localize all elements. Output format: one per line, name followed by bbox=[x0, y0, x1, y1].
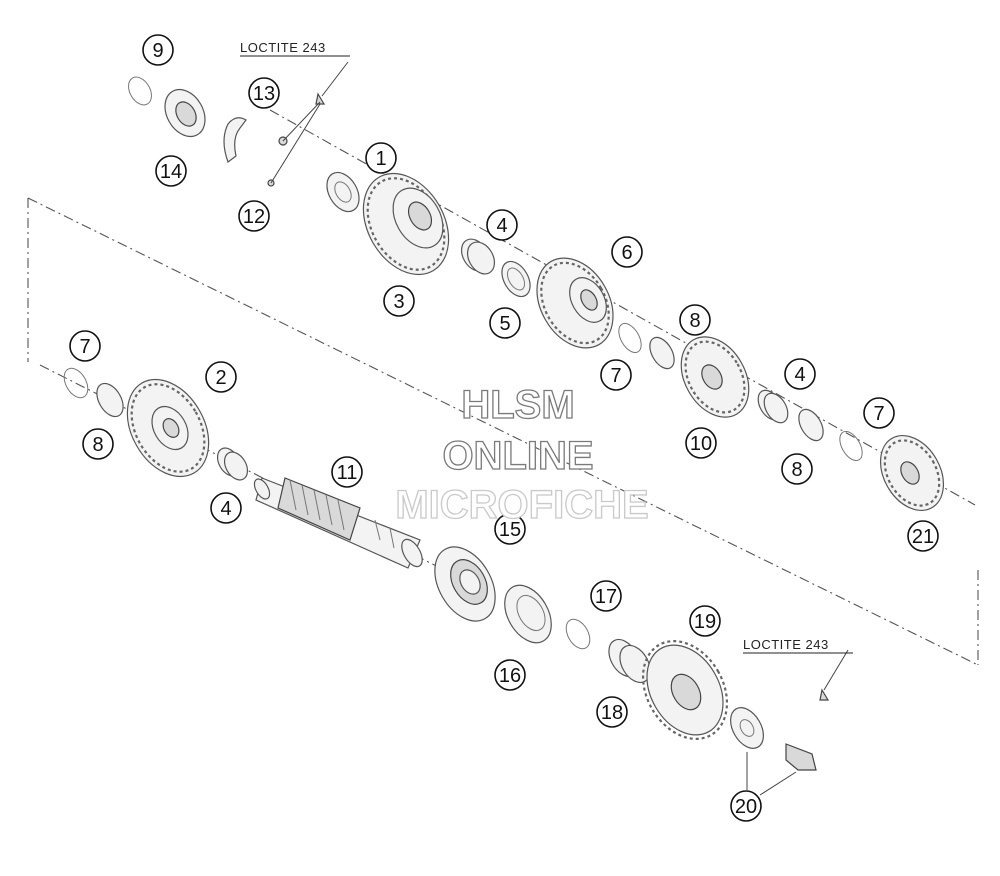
svg-text:15: 15 bbox=[499, 519, 521, 541]
part-5-washer bbox=[501, 260, 531, 298]
svg-text:16: 16 bbox=[499, 665, 521, 687]
part-21-gear bbox=[879, 435, 945, 511]
part-1-bushing bbox=[326, 171, 360, 213]
part-4-needle-bearing-right bbox=[757, 389, 789, 424]
part-11-main-shaft bbox=[253, 477, 423, 569]
part-9-circlip bbox=[128, 76, 152, 106]
callout-8-upper-2: 8 bbox=[781, 453, 813, 485]
svg-text:17: 17 bbox=[595, 586, 617, 608]
lower-shaft-axis bbox=[39, 364, 461, 579]
svg-text:4: 4 bbox=[220, 498, 231, 520]
svg-text:21: 21 bbox=[912, 526, 934, 548]
callout-16: 16 bbox=[494, 659, 526, 691]
part-7-circlip-lower bbox=[63, 367, 89, 399]
svg-text:8: 8 bbox=[791, 459, 802, 481]
callout-15: 15 bbox=[494, 513, 526, 545]
svg-text:7: 7 bbox=[79, 336, 90, 358]
svg-text:11: 11 bbox=[337, 462, 358, 484]
callout-10: 10 bbox=[685, 427, 717, 459]
part-7-circlip-upper-2 bbox=[839, 430, 863, 462]
callout-7-upper-1: 7 bbox=[600, 359, 632, 391]
callout-8-upper-1: 8 bbox=[679, 304, 711, 336]
callout-9: 9 bbox=[142, 34, 174, 66]
loctite-notes: LOCTITE 243 LOCTITE 243 bbox=[240, 40, 853, 654]
svg-text:2: 2 bbox=[215, 367, 226, 389]
callout-6: 6 bbox=[611, 236, 643, 268]
svg-text:14: 14 bbox=[160, 161, 182, 183]
part-20-washer-bolt bbox=[730, 649, 849, 796]
part-14-bearing bbox=[164, 88, 206, 138]
watermark-line-2: ONLINE bbox=[442, 434, 593, 478]
part-8-washer-lower bbox=[96, 382, 124, 418]
part-10-gear bbox=[680, 336, 750, 418]
part-8-washer-upper-2 bbox=[798, 408, 824, 442]
callout-19: 19 bbox=[689, 605, 721, 637]
part-6-gear bbox=[536, 257, 614, 349]
loctite-note-bottom: LOCTITE 243 bbox=[743, 637, 829, 652]
part-16-shaft-seal bbox=[504, 584, 552, 644]
part-screws-loctite bbox=[267, 61, 349, 187]
callout-2: 2 bbox=[205, 361, 237, 393]
svg-text:19: 19 bbox=[694, 611, 716, 633]
callout-7-lower: 7 bbox=[69, 330, 101, 362]
svg-text:10: 10 bbox=[690, 433, 712, 455]
parts bbox=[63, 61, 945, 796]
callout-5: 5 bbox=[489, 307, 521, 339]
callouts: 1 2 3 4 4 4 5 6 7 7 7 8 8 8 9 10 11 12 1… bbox=[69, 34, 939, 822]
callout-21: 21 bbox=[907, 520, 939, 552]
svg-text:4: 4 bbox=[794, 364, 805, 386]
part-4-needle-bearing-upper bbox=[460, 238, 496, 275]
callout-18: 18 bbox=[596, 696, 628, 728]
callout-20: 20 bbox=[730, 790, 762, 822]
callout-11: 11 bbox=[331, 456, 363, 488]
part-15-ball-bearing bbox=[434, 546, 496, 622]
svg-text:6: 6 bbox=[621, 242, 632, 264]
svg-text:4: 4 bbox=[496, 215, 507, 237]
callout-12: 12 bbox=[238, 200, 270, 232]
callout-4-upper: 4 bbox=[486, 209, 518, 241]
watermark-line-1: HLSM bbox=[461, 383, 574, 427]
part-4-needle-bearing-lower bbox=[216, 447, 249, 481]
svg-text:7: 7 bbox=[873, 403, 884, 425]
part-17-o-ring bbox=[565, 618, 591, 650]
svg-text:8: 8 bbox=[689, 310, 700, 332]
callout-14: 14 bbox=[155, 155, 187, 187]
part-13-locking-plate bbox=[223, 117, 247, 163]
svg-text:20: 20 bbox=[735, 796, 757, 818]
part-7-circlip-upper-1 bbox=[618, 322, 642, 354]
svg-text:18: 18 bbox=[601, 702, 623, 724]
part-19-sprocket bbox=[641, 640, 729, 740]
watermark: HLSM ONLINE MICROFICHE bbox=[395, 382, 650, 527]
callout-13: 13 bbox=[248, 77, 280, 109]
callout-4-lower: 4 bbox=[210, 492, 242, 524]
callout-8-lower: 8 bbox=[82, 428, 114, 460]
svg-text:1: 1 bbox=[375, 148, 386, 170]
svg-text:13: 13 bbox=[253, 83, 275, 105]
callout-3: 3 bbox=[383, 285, 415, 317]
part-8-washer-upper-1 bbox=[649, 336, 675, 370]
watermark-line-3: MICROFICHE bbox=[395, 483, 648, 527]
shaft-axis-boundary bbox=[27, 197, 979, 666]
svg-text:5: 5 bbox=[499, 313, 510, 335]
callout-4-right: 4 bbox=[784, 358, 816, 390]
svg-text:7: 7 bbox=[610, 365, 621, 387]
callout-1: 1 bbox=[365, 142, 397, 174]
part-2-gear bbox=[126, 378, 210, 478]
loctite-note-top: LOCTITE 243 bbox=[240, 40, 326, 55]
part-3-gear bbox=[362, 172, 450, 276]
part-18-spacer bbox=[608, 638, 651, 684]
svg-text:9: 9 bbox=[152, 40, 163, 62]
svg-text:3: 3 bbox=[393, 291, 404, 313]
callout-7-upper-2: 7 bbox=[863, 397, 895, 429]
callout-17: 17 bbox=[590, 580, 622, 612]
svg-text:8: 8 bbox=[92, 434, 103, 456]
svg-text:12: 12 bbox=[243, 206, 265, 228]
